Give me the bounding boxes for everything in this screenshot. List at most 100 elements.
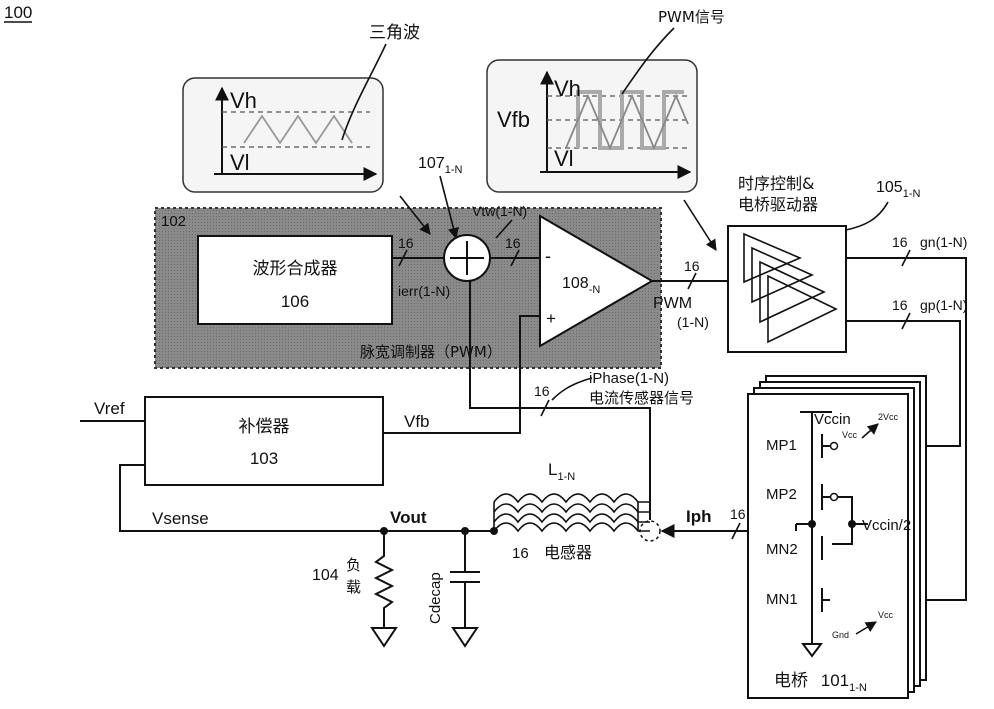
mp2-label: MP2 bbox=[766, 486, 797, 503]
inductor-name: L1-N bbox=[548, 460, 575, 483]
pwm-modulator-label: 脉宽调制器（PWM） bbox=[360, 343, 502, 361]
triangle-vl-label: Vl bbox=[230, 150, 250, 175]
mp1-bubble bbox=[829, 441, 839, 451]
load-resistor bbox=[373, 531, 395, 628]
bus-width-vtw: 16 bbox=[505, 235, 521, 251]
bus-width-iphase: 16 bbox=[534, 383, 550, 399]
triangle-wave-inset bbox=[182, 77, 384, 193]
iphase-leader bbox=[551, 377, 593, 401]
pwm-triangle-trace bbox=[565, 93, 689, 151]
mp1-label: MP1 bbox=[766, 437, 797, 454]
triangle-vh-label: Vh bbox=[230, 88, 257, 113]
triangle-title-leader bbox=[341, 43, 387, 141]
vsense-label: Vsense bbox=[152, 509, 209, 528]
figure-number: 100 bbox=[4, 3, 32, 22]
pwm-wave-title: PWM信号 bbox=[658, 8, 725, 26]
cap-ground bbox=[451, 627, 479, 648]
summer-ref: 1071-N bbox=[418, 155, 462, 176]
wire-vfb bbox=[383, 315, 540, 434]
driver-stage-3 bbox=[759, 260, 826, 324]
bus-tick-gp bbox=[901, 312, 911, 330]
vcc-small-label: Vcc bbox=[842, 430, 858, 440]
waveform-synth-ref: 106 bbox=[281, 292, 309, 311]
vout-label: Vout bbox=[390, 508, 427, 527]
inductor-count: 16 bbox=[512, 545, 529, 562]
pwm-vfb-label: Vfb bbox=[497, 107, 530, 132]
triangle-wave-trace bbox=[243, 114, 353, 145]
bridge-transistors: Vccin MP1 MP2 Vccin/2 MN2 MN1 Vcc 2Vcc G… bbox=[766, 411, 911, 658]
iphase-label: iPhase(1-N) bbox=[589, 370, 669, 387]
driver-name-line1: 时序控制& bbox=[738, 174, 814, 193]
bus-width-gn: 16 bbox=[892, 234, 908, 250]
mp2-gate-lead bbox=[822, 496, 853, 545]
driver-stage-4 bbox=[767, 274, 838, 344]
vtw-label: Vtw(1-N) bbox=[472, 203, 527, 219]
driver-block bbox=[727, 225, 847, 353]
pwm-to-driver-arrow bbox=[683, 199, 717, 251]
compensator-name: 补偿器 bbox=[239, 417, 290, 437]
vcc-swing-arrow bbox=[861, 423, 879, 439]
inductor-coil-3 bbox=[493, 513, 650, 524]
load-ground bbox=[370, 627, 398, 648]
driver-stage-2 bbox=[751, 246, 814, 304]
comparator-plus: + bbox=[546, 309, 556, 328]
vtw-leader bbox=[495, 219, 513, 239]
waveform-synth-block bbox=[197, 235, 393, 325]
bridge-ground bbox=[801, 643, 823, 658]
gnd-small-label: Gnd bbox=[832, 630, 849, 640]
load-ref: 104 bbox=[312, 567, 339, 584]
vccin-half-label: Vccin/2 bbox=[862, 517, 911, 534]
inductor-coil-1 bbox=[493, 493, 650, 504]
vfb-label: Vfb bbox=[404, 412, 430, 431]
mn2-label: MN2 bbox=[766, 541, 798, 558]
driver-leader bbox=[845, 201, 889, 231]
current-sensor bbox=[639, 520, 661, 542]
pwm-wave-inset bbox=[486, 59, 698, 193]
vccin-label: Vccin bbox=[814, 411, 851, 428]
gn-label: gn(1-N) bbox=[920, 234, 967, 250]
bus-tick-iph bbox=[731, 522, 741, 540]
load-label-1: 负 bbox=[346, 556, 361, 574]
compensator-block bbox=[144, 396, 384, 486]
pwm-vh-label: Vh bbox=[554, 76, 581, 101]
mp2-bubble bbox=[829, 492, 839, 502]
pwm-label: PWM bbox=[653, 295, 692, 312]
vcc-small-label-2: Vcc bbox=[878, 610, 894, 620]
comparator-ref: 108-N bbox=[562, 275, 600, 296]
gp-label: gp(1-N) bbox=[920, 297, 967, 313]
cap-label: Cdecap bbox=[427, 572, 444, 624]
load-label-2: 载 bbox=[346, 578, 361, 596]
driver-stage-1 bbox=[743, 232, 803, 284]
wire-vsense bbox=[119, 464, 384, 532]
bus-tick-gn bbox=[901, 249, 911, 267]
comparator-minus: - bbox=[545, 246, 551, 266]
inductor-coil-4 bbox=[493, 522, 650, 533]
ierr-label: ierr(1-N) bbox=[398, 283, 450, 299]
iph-label: Iph bbox=[686, 507, 712, 526]
pwm-title-leader bbox=[621, 27, 675, 95]
comparator bbox=[539, 214, 654, 348]
bridge-box bbox=[747, 393, 909, 699]
gnd-swing-arrow bbox=[855, 621, 877, 635]
bus-tick-ierr bbox=[398, 249, 408, 267]
bus-tick-pwm bbox=[687, 272, 697, 290]
driver-ref: 1051-N bbox=[876, 179, 920, 200]
mn1-label: MN1 bbox=[766, 591, 798, 608]
wire-iphase-feedback bbox=[469, 281, 651, 520]
inductor-label: 电感器 bbox=[544, 543, 592, 562]
summer-leader bbox=[439, 175, 459, 240]
bus-tick-vtw bbox=[510, 249, 520, 267]
pwm-range-label: (1-N) bbox=[677, 314, 709, 330]
bus-width-iph: 16 bbox=[730, 506, 746, 522]
bus-width-gp: 16 bbox=[892, 297, 908, 313]
compensator-ref: 103 bbox=[250, 449, 278, 468]
bus-width-ierr: 16 bbox=[398, 235, 414, 251]
triangle-to-summer-arrow bbox=[399, 195, 431, 235]
current-sense-label: 电流传感器信号 bbox=[589, 389, 694, 407]
pwm-vl-label: Vl bbox=[554, 146, 574, 171]
bus-width-pwm: 16 bbox=[684, 258, 700, 274]
inductor-coil-2 bbox=[493, 503, 650, 514]
vref-label: Vref bbox=[94, 399, 125, 418]
two-vcc-label: 2Vcc bbox=[878, 412, 899, 422]
